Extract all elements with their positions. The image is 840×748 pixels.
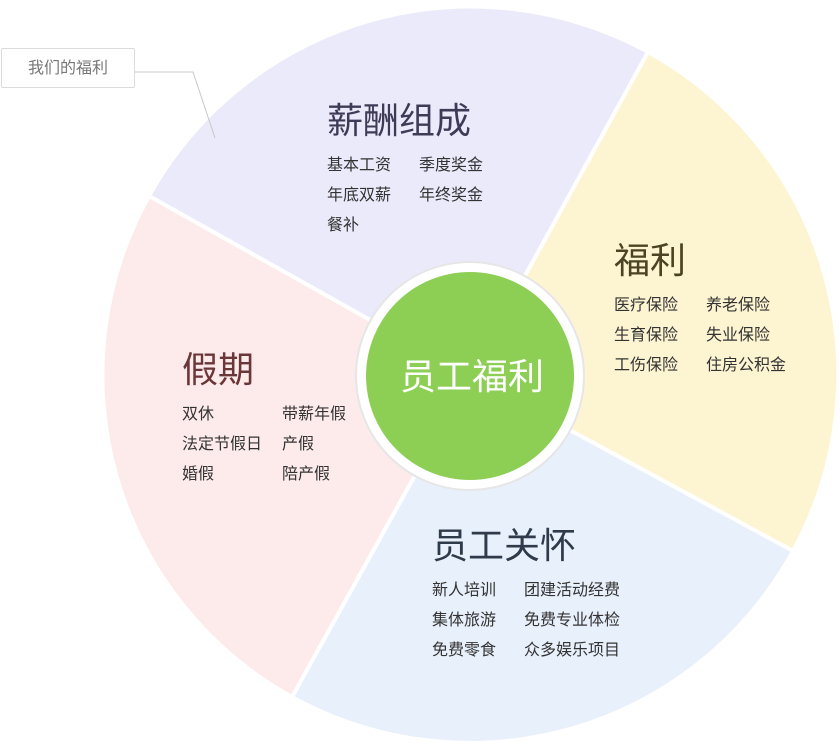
center-title: 员工福利 [399, 357, 544, 398]
slice-salary [146, 4, 651, 379]
care-item: 新人培训 [432, 580, 497, 599]
segment-salary-items: 基本工资 季度奖金 年底双薪 年终奖金 餐补 [327, 154, 483, 236]
segment-holiday-title: 假期 [182, 350, 255, 391]
welfare-item: 生育保险 [614, 325, 679, 344]
segment-care: 员工关怀 新人培训 团建活动经费 集体旅游 免费专业体检 免费零食 众多娱乐项目 [432, 525, 620, 661]
holiday-item: 双休 [182, 404, 215, 423]
segment-care-items: 新人培训 团建活动经费 集体旅游 免费专业体检 免费零食 众多娱乐项目 [432, 579, 620, 661]
care-item: 免费专业体检 [524, 610, 621, 629]
care-item: 集体旅游 [432, 610, 497, 629]
segment-holiday-items: 双休 带薪年假 法定节假日 产假 婚假 陪产假 [182, 403, 346, 485]
segment-salary: 薪酬组成 基本工资 季度奖金 年底双薪 年终奖金 餐补 [327, 100, 483, 236]
segment-welfare-title: 福利 [614, 241, 687, 282]
salary-item: 年终奖金 [419, 185, 484, 204]
care-item: 众多娱乐项目 [524, 640, 621, 659]
holiday-item: 陪产假 [282, 464, 331, 483]
holiday-item: 法定节假日 [182, 434, 263, 453]
salary-item: 基本工资 [327, 155, 392, 174]
segment-care-title: 员工关怀 [432, 526, 577, 567]
salary-item: 餐补 [327, 215, 360, 234]
welfare-item: 工伤保险 [614, 355, 679, 374]
slice-holiday [100, 193, 473, 700]
slice-welfare [467, 49, 840, 554]
holiday-item: 产假 [282, 434, 315, 453]
holiday-item: 带薪年假 [282, 404, 347, 423]
welfare-item: 养老保险 [706, 295, 771, 314]
care-item: 免费零食 [432, 640, 497, 659]
welfare-item: 医疗保险 [614, 295, 679, 314]
segment-salary-title: 薪酬组成 [327, 101, 472, 142]
our-welfare-tag: 我们的福利 [1, 48, 135, 88]
salary-item: 季度奖金 [419, 155, 484, 174]
salary-item: 年底双薪 [327, 185, 392, 204]
segment-holiday: 假期 双休 带薪年假 法定节假日 产假 婚假 陪产假 [182, 349, 346, 485]
welfare-item: 失业保险 [706, 325, 771, 344]
segment-welfare: 福利 医疗保险 养老保险 生育保险 失业保险 工伤保险 住房公积金 [614, 240, 786, 376]
holiday-item: 婚假 [182, 464, 215, 483]
welfare-item: 住房公积金 [706, 355, 787, 374]
care-item: 团建活动经费 [524, 580, 621, 599]
center-circle [366, 272, 574, 480]
segment-welfare-items: 医疗保险 养老保险 生育保险 失业保险 工伤保险 住房公积金 [614, 294, 786, 376]
tag-leader-line [135, 71, 216, 139]
slice-care [289, 373, 796, 745]
